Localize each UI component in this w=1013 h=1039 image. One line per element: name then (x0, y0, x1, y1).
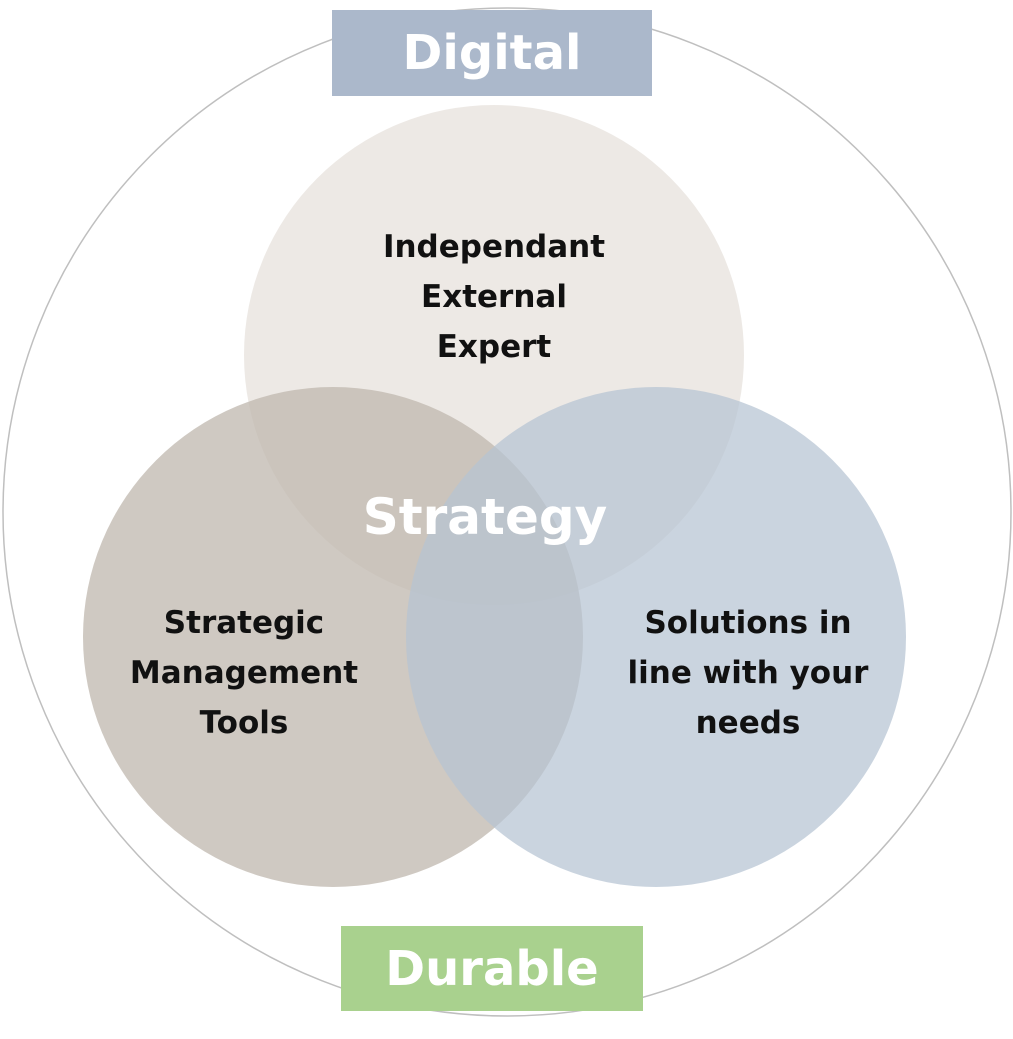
circle-left-line-2: Management (129, 655, 359, 691)
circle-right-line-1: Solutions in (644, 605, 852, 641)
circle-top-line-2: External (421, 279, 567, 315)
circle-right-line-2: line with your (627, 655, 869, 691)
circle-top-line-1: Independant (382, 229, 606, 265)
circle-left-line-1: Strategic (163, 605, 325, 641)
strategy-center-label: Strategy (362, 488, 608, 546)
circle-right-line-3: needs (695, 705, 801, 741)
digital-tag: Digital (332, 10, 652, 96)
durable-tag: Durable (341, 926, 643, 1011)
circle-right (406, 387, 906, 887)
circle-left-label: Strategic Management Tools (94, 598, 394, 748)
circle-right-label: Solutions in line with your needs (598, 598, 898, 748)
circle-top-line-3: Expert (436, 329, 552, 365)
outer-ring (2, 7, 1012, 1017)
circle-left-line-3: Tools (199, 705, 289, 741)
circle-top-label: Independant External Expert (344, 222, 644, 372)
